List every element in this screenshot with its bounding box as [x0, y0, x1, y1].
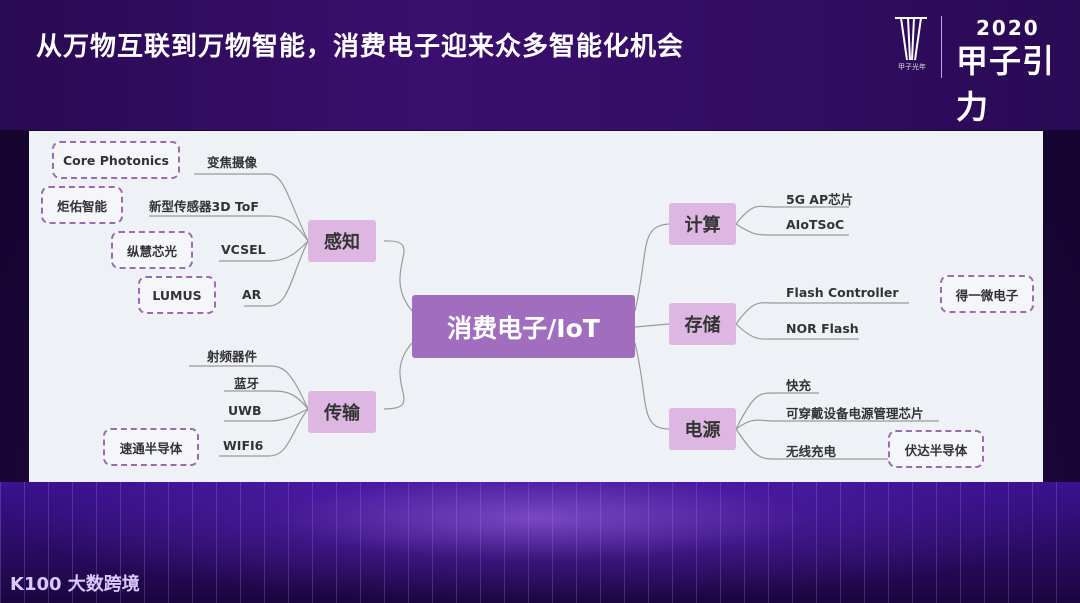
- leaf-wifi6: WIFI6: [223, 438, 264, 453]
- leaf-vcsel: VCSEL: [221, 242, 266, 257]
- jiazi-logo-icon: [895, 17, 927, 61]
- page-title: 从万物互联到万物智能，消费电子迎来众多智能化机会: [36, 32, 685, 62]
- mindmap-panel: 消费电子/IoT 感知 传输 计算 存储 电源 变焦摄像 新型传感器3D ToF…: [29, 131, 1043, 482]
- company-core-photonics: Core Photonics: [52, 141, 180, 179]
- category-perception: 感知: [308, 220, 376, 262]
- leaf-zoom-camera: 变焦摄像: [207, 155, 258, 170]
- leaf-ap-chip: 5G AP芯片: [786, 192, 854, 207]
- leaf-tof: 新型传感器3D ToF: [149, 199, 259, 214]
- leaf-bluetooth: 蓝牙: [234, 376, 260, 391]
- leaf-ar: AR: [242, 287, 262, 302]
- company-deyiwei: 得一微电子: [940, 275, 1034, 313]
- leaf-aiotsoc: AIoTSoC: [786, 217, 845, 232]
- category-storage: 存储: [669, 303, 736, 345]
- company-juyou: 炬佑智能: [41, 186, 123, 224]
- logo-small-text: 甲子光年: [898, 63, 926, 71]
- leaf-wireless-charge: 无线充电: [786, 444, 837, 459]
- footer-brand: K100 大数跨境: [10, 574, 140, 595]
- header-background: [0, 0, 1080, 130]
- category-transmission: 传输: [308, 391, 376, 433]
- leaf-uwb: UWB: [228, 403, 262, 418]
- leaf-rf: 射频器件: [207, 349, 258, 364]
- center-node: 消费电子/IoT: [412, 295, 635, 358]
- logo-year: 2020: [976, 16, 1040, 40]
- category-compute: 计算: [669, 203, 736, 245]
- leaf-flash-controller: Flash Controller: [786, 285, 899, 300]
- leaf-fast-charge: 快充: [786, 378, 812, 393]
- logo-name: 甲子引力: [956, 42, 1056, 126]
- mindmap-connectors: [149, 173, 939, 460]
- company-zonghui: 纵慧芯光: [111, 231, 193, 269]
- category-power: 电源: [669, 408, 736, 450]
- footer-grid-background: [0, 482, 1080, 603]
- leaf-wearable-pmic: 可穿戴设备电源管理芯片: [786, 406, 924, 421]
- company-fuda: 伏达半导体: [888, 430, 984, 468]
- logo-divider: [941, 16, 942, 78]
- leaf-nor-flash: NOR Flash: [786, 321, 859, 336]
- company-sutong: 速通半导体: [103, 428, 199, 466]
- company-lumus: LUMUS: [138, 276, 216, 314]
